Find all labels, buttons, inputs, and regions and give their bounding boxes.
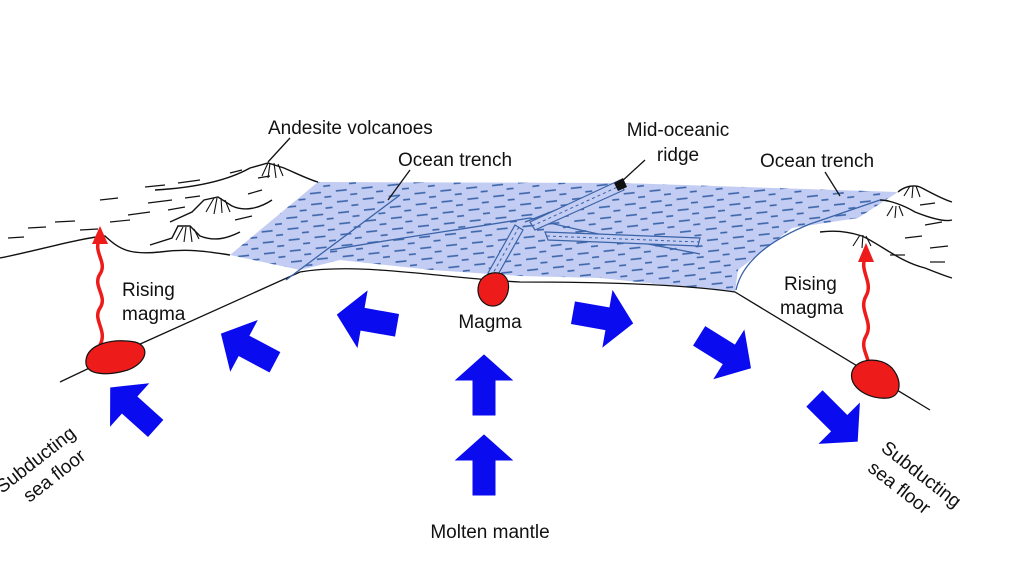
left-continent [0,162,319,259]
label-molten-mantle: Molten mantle [430,522,549,543]
flow-arrow-left-2 [220,320,281,373]
flow-arrow-right-2 [693,326,752,380]
label-andesite-volcanoes: Andesite volcanoes [268,118,433,139]
flow-arrow-right-3 [806,390,860,444]
rising-magma-left [85,226,146,375]
flow-arrow-left-1 [336,290,400,349]
flow-arrow-up-upper [454,354,514,416]
label-mid-oceanic-line1: Mid-oceanic [627,120,729,141]
ridge-conduit [487,178,701,279]
plate-lines [59,184,931,411]
right-continent [819,185,953,279]
flow-arrow-left-3 [110,383,164,437]
arrowhead-up-icon [858,243,874,262]
label-rising-left-line1: Rising [122,280,175,301]
magma-blob-right [851,359,900,399]
flow-arrow-up-lower [454,434,514,496]
magma-blob-left [85,340,146,375]
label-leader-lines [267,137,841,201]
label-ocean-trench-left: Ocean trench [398,150,512,171]
rising-magma-right [851,243,900,399]
flow-arrow-right-1 [570,289,634,348]
mantle-flow-arrows [110,289,860,496]
label-rising-right-line1: Rising [784,274,837,295]
andesite-leader-line [267,137,291,163]
label-ocean-trench-right: Ocean trench [760,151,874,172]
magma-chamber [477,272,510,307]
label-rising-right-line2: magma [780,298,844,319]
label-mid-oceanic-line2: ridge [657,145,699,166]
ridge-leader-line [619,159,646,184]
ocean-trench-right-leader-line [824,171,841,197]
ocean-trench-left-leader-line [387,169,411,201]
label-magma: Magma [458,312,522,333]
arrowhead-up-icon [92,226,108,244]
label-rising-left-line2: magma [122,304,186,325]
